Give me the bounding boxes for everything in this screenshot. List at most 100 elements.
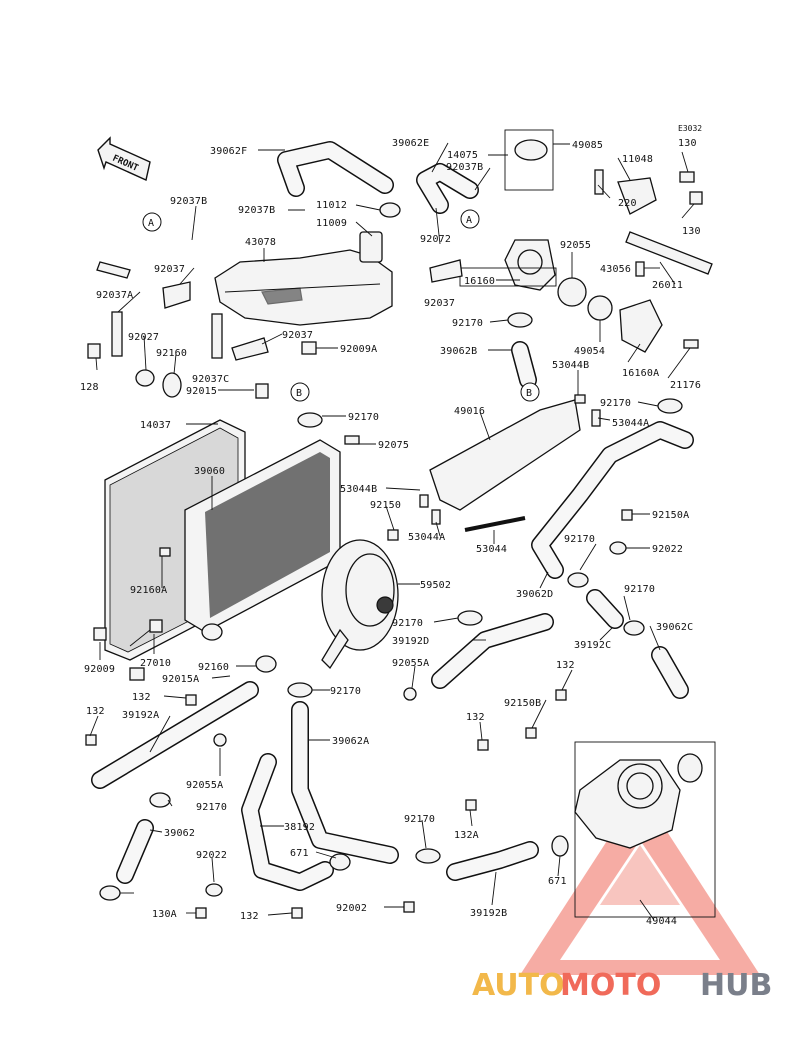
- label-92055A-1: 92055A: [392, 658, 429, 669]
- label-92150B: 92150B: [504, 698, 541, 709]
- label-53044B-1: 53044B: [552, 360, 589, 371]
- label-43056: 43056: [600, 264, 631, 275]
- thermostat-49054: [587, 295, 613, 321]
- bolt-92150A: [621, 509, 633, 521]
- svg-text:A: A: [148, 218, 154, 229]
- reserve-tank: [214, 231, 393, 326]
- label-53044A-1: 53044A: [612, 418, 649, 429]
- label-49085: 49085: [572, 140, 603, 151]
- label-11048: 11048: [622, 154, 653, 165]
- label-39062C: 39062C: [656, 622, 693, 633]
- bolt-130A: [195, 907, 207, 919]
- label-92055A-2: 92055A: [186, 780, 223, 791]
- grommet-92027: [135, 369, 155, 387]
- water-pump-49044: [574, 753, 703, 849]
- label-53044: 53044: [476, 544, 507, 555]
- label-92015: 92015: [186, 386, 217, 397]
- label-39062F: 39062F: [210, 146, 247, 157]
- bolt-132A: [465, 799, 477, 811]
- label-92037B-2: 92037B: [170, 196, 207, 207]
- collar-92015A: [129, 667, 145, 681]
- label-92015A: 92015A: [162, 674, 199, 685]
- label-132A: 132A: [454, 830, 479, 841]
- label-92037B-3: 92037B: [238, 205, 275, 216]
- diagram-code: E3032: [678, 124, 702, 133]
- label-92170-5: 92170: [624, 584, 655, 595]
- svg-text:B: B: [526, 388, 532, 399]
- label-92037C: 92037C: [192, 374, 229, 385]
- bolt-92002: [403, 901, 415, 913]
- bolt-92150: [387, 529, 399, 541]
- clamp-92170-7: [287, 682, 313, 698]
- bolt-92009A: [301, 341, 317, 355]
- bolt-132-1: [185, 694, 197, 706]
- bracket-92037-1: [162, 281, 191, 309]
- label-14075: 14075: [447, 150, 478, 161]
- label-220: 220: [618, 198, 637, 209]
- label-92022-1: 92022: [652, 544, 683, 555]
- bolt-132-4: [477, 739, 489, 751]
- shroud-49016: [429, 399, 581, 511]
- label-39062B: 39062B: [440, 346, 477, 357]
- label-92170-1: 92170: [452, 318, 483, 329]
- label-39192D: 39192D: [392, 636, 429, 647]
- front-arrow-icon: FRONT: [97, 136, 151, 181]
- label-92170-6: 92170: [392, 618, 423, 629]
- washer-92022-1: [609, 541, 627, 555]
- label-92160A: 92160A: [130, 585, 167, 596]
- rod-26011: [625, 231, 713, 275]
- label-132-3: 132: [556, 660, 575, 671]
- label-49054: 49054: [574, 346, 605, 357]
- leader-lines: [89, 142, 695, 921]
- clamp-92170-10: [99, 885, 121, 901]
- bracket-92037-3: [429, 259, 463, 283]
- circle-ref-A: A A: [142, 209, 480, 232]
- clamp-92170-4: [567, 572, 589, 588]
- label-39192C: 39192C: [574, 640, 611, 651]
- label-38192: 38192: [284, 822, 315, 833]
- label-39192A: 39192A: [122, 710, 159, 721]
- label-132-2: 132: [86, 706, 105, 717]
- label-92037-2: 92037: [282, 330, 313, 341]
- label-53044A-2: 53044A: [408, 532, 445, 543]
- label-14037: 14037: [140, 420, 171, 431]
- label-39192B: 39192B: [470, 908, 507, 919]
- label-92002: 92002: [336, 903, 367, 914]
- label-671-2: 671: [548, 876, 567, 887]
- collar-92015: [255, 383, 269, 399]
- strap-92037A: [111, 311, 123, 357]
- clip-92075: [344, 435, 360, 445]
- o-ring-671-2: [551, 835, 569, 857]
- plug-53044B-2: [419, 494, 429, 508]
- label-130A: 130A: [152, 909, 177, 920]
- watermark-text: AUTO MOTO HUB: [472, 968, 772, 1003]
- fan-59502: [321, 539, 399, 670]
- label-92170-4: 92170: [564, 534, 595, 545]
- grommet-92160: [162, 372, 182, 398]
- bolt-92150B: [525, 727, 537, 739]
- switch-21176: [683, 339, 699, 349]
- label-92037-1: 92037: [154, 264, 185, 275]
- svg-text:A: A: [466, 215, 472, 226]
- label-92160: 92160: [156, 348, 187, 359]
- label-92022-2: 92022: [196, 850, 227, 861]
- bolt-130b: [689, 191, 703, 205]
- label-92072: 92072: [420, 234, 451, 245]
- svg-text:HUB: HUB: [700, 968, 772, 1003]
- svg-text:MOTO: MOTO: [560, 968, 661, 1003]
- label-92170-7: 92170: [330, 686, 361, 697]
- label-43078: 43078: [245, 237, 276, 248]
- bolt-128: [87, 343, 101, 359]
- label-21176: 21176: [670, 380, 701, 391]
- label-11009: 11009: [316, 218, 347, 229]
- label-49044: 49044: [646, 916, 677, 927]
- label-92009: 92009: [84, 664, 115, 675]
- bolt-132-5: [291, 907, 303, 919]
- radiator-cap-49085: [514, 139, 548, 161]
- label-671-1: 671: [290, 848, 309, 859]
- label-92055: 92055: [560, 240, 591, 251]
- label-39062D: 39062D: [516, 589, 553, 600]
- strap-92037C: [211, 313, 223, 359]
- clamp-92170-1: [507, 312, 533, 328]
